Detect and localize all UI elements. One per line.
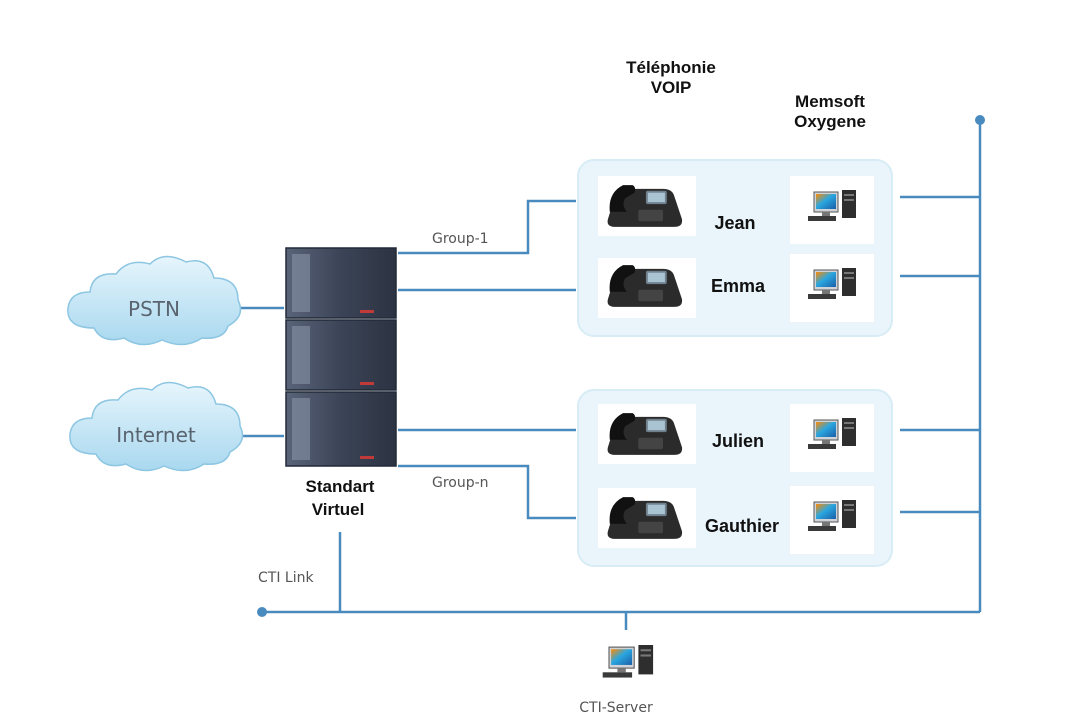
- pbx-label-line2: Virtuel: [312, 500, 365, 519]
- user-name: Emma: [711, 276, 766, 296]
- cti-link-label: CTI Link: [258, 570, 314, 586]
- computer-icon: [807, 267, 857, 300]
- phone-icon: [607, 185, 683, 227]
- user-row-emma: Emma: [598, 254, 874, 322]
- memsoft-header: Memsoft Oxygene: [770, 92, 890, 132]
- connection-lines: [240, 120, 982, 630]
- telephony-header-line1: Téléphonie: [626, 58, 716, 77]
- computer-icon: [807, 499, 857, 532]
- pbx-stack: Standart Virtuel: [285, 247, 397, 519]
- user-row-julien: Julien: [598, 404, 874, 472]
- memsoft-header-line2: Oxygene: [794, 112, 866, 131]
- user-row-gauthier: Gauthier: [598, 486, 874, 554]
- user-name: Gauthier: [705, 516, 779, 536]
- pstn-label: PSTN: [128, 297, 180, 321]
- group-1-label: Group-1: [432, 231, 489, 247]
- cti-server-label: CTI-Server: [579, 700, 653, 716]
- memsoft-header-line1: Memsoft: [795, 92, 865, 111]
- telephony-header: Téléphonie VOIP: [596, 58, 746, 98]
- user-name: Julien: [712, 431, 764, 451]
- phone-icon: [607, 413, 683, 455]
- telephony-header-line2: VOIP: [650, 78, 692, 97]
- cti-server-icon: [602, 644, 654, 679]
- phone-icon: [607, 265, 683, 307]
- bus-endpoint-top: [975, 115, 985, 125]
- computer-icon: [807, 417, 857, 450]
- internet-label: Internet: [116, 423, 196, 447]
- internet-cloud: Internet: [69, 381, 244, 472]
- phone-icon: [607, 497, 683, 539]
- pstn-cloud: PSTN: [67, 255, 242, 346]
- user-row-jean: Jean: [598, 176, 874, 244]
- group-n-label: Group-n: [432, 475, 489, 491]
- bus-endpoint-left: [257, 607, 267, 617]
- pbx-label-line1: Standart: [306, 477, 375, 496]
- user-name: Jean: [714, 213, 755, 233]
- computer-icon: [807, 189, 857, 222]
